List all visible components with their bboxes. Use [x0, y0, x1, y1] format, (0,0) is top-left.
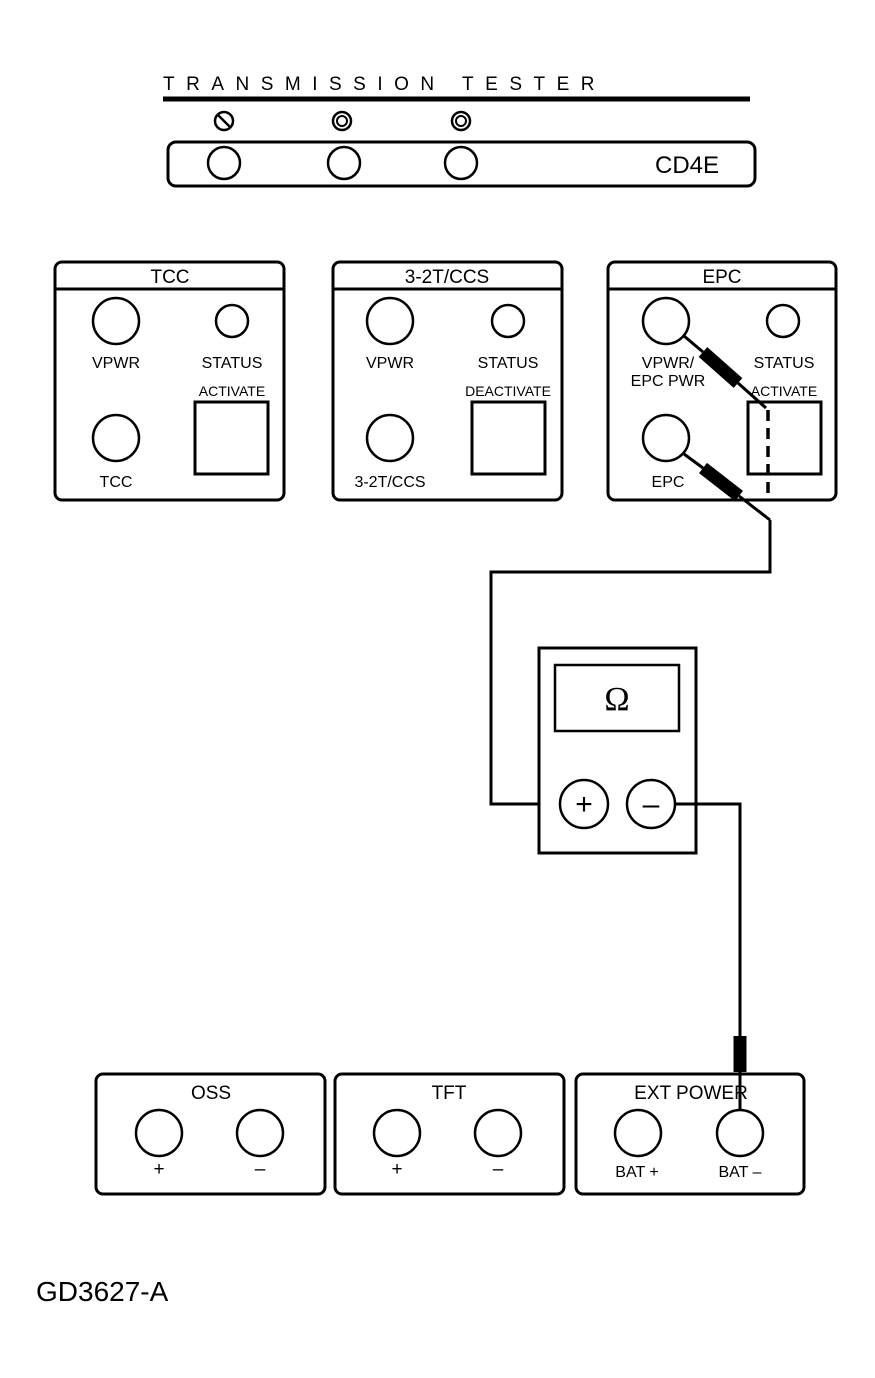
ccs-deactivate-label: DEACTIVATE	[465, 383, 551, 399]
tft-negative-jack[interactable]	[473, 1108, 523, 1158]
ccs-panel: 3-2T/CCS VPWR STATUS DEACTIVATE 3-2T/CCS	[331, 260, 564, 502]
ohmmeter-positive-jack[interactable]	[558, 778, 610, 830]
tcc-status-label: STATUS	[202, 355, 263, 372]
tft-panel-title: TFT	[432, 1083, 467, 1104]
tcc-panel-title: TCC	[150, 267, 189, 288]
upper-probe-body[interactable]	[698, 347, 743, 388]
ohmmeter: Ω + –	[537, 646, 698, 855]
epc-probes	[683, 334, 771, 522]
epc-vpwr-label-line1: VPWR/	[642, 355, 695, 372]
ccs-vpwr-jack[interactable]	[365, 296, 415, 346]
epc-activate-button[interactable]	[746, 400, 823, 476]
upper-probe-tip	[683, 334, 704, 354]
ccs-status-label: STATUS	[478, 355, 539, 372]
bat-minus-label: BAT –	[719, 1164, 762, 1181]
indicator-light-2	[331, 110, 353, 132]
indicator-light-3	[450, 110, 472, 132]
tft-positive-jack[interactable]	[372, 1108, 422, 1158]
ccs-signal-jack[interactable]	[365, 413, 415, 463]
oss-negative-label: –	[255, 1159, 266, 1180]
ohmmeter-positive-label: +	[575, 788, 593, 821]
indicator-light-1	[213, 110, 235, 132]
tester-button-3[interactable]	[443, 145, 479, 181]
ohmmeter-display-symbol: Ω	[604, 681, 629, 718]
tcc-vpwr-jack[interactable]	[91, 296, 141, 346]
tcc-signal-jack[interactable]	[91, 413, 141, 463]
epc-vpwr-label-line2: EPC PWR	[631, 373, 706, 390]
ohmmeter-display	[553, 663, 681, 733]
epc-status-label: STATUS	[754, 355, 815, 372]
upper-probe-lead	[737, 381, 767, 410]
bat-plus-jack[interactable]	[613, 1108, 663, 1158]
epc-signal-label: EPC	[652, 474, 685, 491]
tft-negative-label: –	[493, 1159, 504, 1180]
tcc-panel: TCC VPWR STATUS ACTIVATE TCC	[53, 260, 286, 502]
bat-plus-label: BAT +	[615, 1164, 658, 1181]
tcc-activate-label: ACTIVATE	[199, 383, 265, 399]
ccs-deactivate-button[interactable]	[470, 400, 547, 476]
epc-activate-label: ACTIVATE	[751, 383, 817, 399]
lower-probe-tip	[683, 452, 704, 470]
tester-button-bar	[166, 140, 757, 188]
oss-positive-jack[interactable]	[134, 1108, 184, 1158]
tcc-vpwr-label: VPWR	[92, 355, 140, 372]
tcc-status-light	[214, 303, 250, 339]
tft-panel: TFT + –	[333, 1072, 566, 1196]
epc-signal-jack[interactable]	[641, 413, 691, 463]
epc-vpwr-jack[interactable]	[641, 296, 691, 346]
tester-button-1[interactable]	[206, 145, 242, 181]
lower-probe-lead	[738, 494, 771, 522]
tcc-signal-label: TCC	[100, 474, 133, 491]
oss-positive-label: +	[153, 1159, 164, 1180]
tft-positive-label: +	[391, 1159, 402, 1180]
ccs-status-light	[490, 303, 526, 339]
tester-model: CD4E	[655, 152, 719, 179]
ccs-vpwr-label: VPWR	[366, 355, 414, 372]
epc-status-light	[765, 303, 801, 339]
bat-minus-jack[interactable]	[715, 1108, 765, 1158]
lower-probe-body[interactable]	[699, 462, 743, 502]
ccs-panel-title: 3-2T/CCS	[405, 267, 489, 288]
tester-title: TRANSMISSION TESTER	[163, 74, 606, 95]
figure-id: GD3627-A	[36, 1276, 169, 1307]
wire-epc-to-meter-positive	[489, 520, 772, 806]
tcc-activate-button[interactable]	[193, 400, 270, 476]
wire-meter-negative-to-bat-minus	[675, 802, 742, 1036]
epc-panel-title: EPC	[702, 267, 741, 288]
oss-negative-jack[interactable]	[235, 1108, 285, 1158]
ext-power-panel: EXT POWER BAT + BAT –	[574, 1072, 806, 1196]
tester-header: TRANSMISSION TESTER CD4E	[163, 74, 757, 188]
ohmmeter-negative-label: –	[643, 788, 660, 821]
epc-panel: EPC VPWR/ EPC PWR STATUS ACTIVATE EPC	[606, 260, 838, 502]
oss-panel: OSS + –	[94, 1072, 327, 1196]
ext-power-panel-title: EXT POWER	[634, 1083, 748, 1104]
oss-panel-title: OSS	[191, 1083, 231, 1104]
ccs-signal-label: 3-2T/CCS	[354, 474, 425, 491]
tester-button-2[interactable]	[326, 145, 362, 181]
